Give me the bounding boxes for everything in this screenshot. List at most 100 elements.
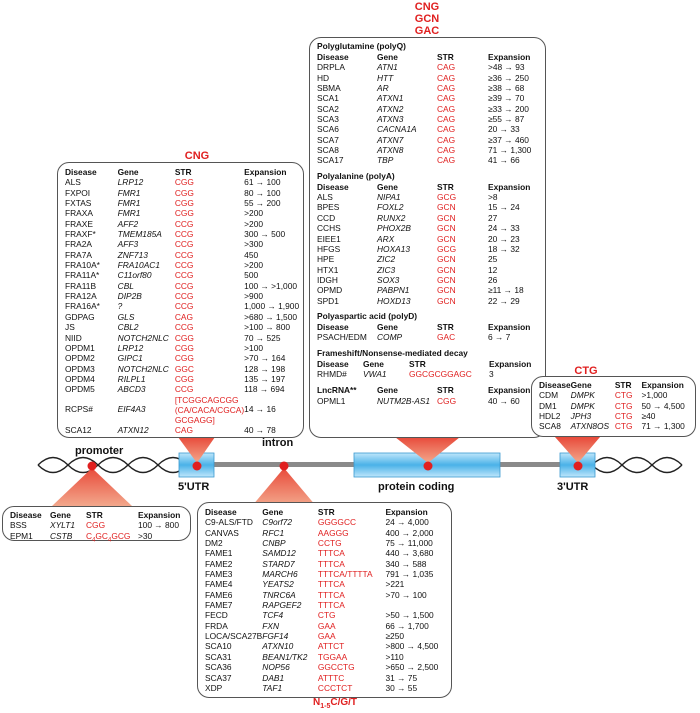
disease-cell: DM1	[539, 400, 557, 411]
expansion-cell: >200	[244, 208, 264, 219]
str-cell: CCG	[174, 301, 194, 312]
str-cell: CGG	[174, 332, 194, 343]
polyq-header-cell: Gene	[377, 52, 398, 62]
disease-cell: FAME3	[205, 569, 233, 580]
expansion-cell: 15 → 24	[488, 202, 520, 213]
promoter-header-cell: Disease	[10, 510, 42, 520]
str-cell: TGGAA	[317, 651, 348, 662]
expansion-cell: 24 → 4,000	[385, 517, 429, 528]
str-cell: CCG	[174, 322, 194, 333]
utr3-label: 3'UTR	[557, 481, 589, 493]
expansion-cell: 26	[488, 274, 498, 285]
nmd-header-cell: Disease	[317, 358, 349, 369]
gene-cell: LRP12	[117, 177, 144, 188]
lncrna-header: LncRNA** Gene STR Expansion	[317, 385, 542, 395]
disease-cell: FXTAS	[65, 198, 92, 209]
coding-label: protein coding	[378, 481, 455, 493]
disease-cell: FRDA	[205, 620, 228, 631]
disease-cell: OPDM4	[65, 373, 95, 384]
polyq-header-cell: STR	[437, 52, 454, 62]
expansion-cell: 791 → 1,035	[385, 569, 434, 580]
gene-cell: AFF3	[117, 239, 139, 250]
dna-right-wave	[591, 456, 683, 474]
intron-line-2	[500, 462, 560, 467]
expansion-cell: 25	[488, 254, 498, 265]
disease-cell: FRA16A*	[65, 301, 100, 312]
gene-cell: DMPK	[570, 400, 595, 411]
intron-pointer	[252, 468, 316, 506]
expansion-cell: 440 → 3,680	[385, 548, 434, 559]
gene-cell: TCF4	[262, 610, 284, 621]
gene-cell: CNBP	[262, 538, 286, 549]
gene-cell: NOTCH2NLC	[117, 332, 169, 343]
str-cell: CAG	[437, 155, 456, 166]
str-cell: GCN	[437, 264, 456, 275]
gene-cell: XYLT1	[50, 520, 75, 531]
gene-cell: CBL2	[117, 322, 139, 333]
expansion-cell: 18 → 32	[488, 243, 520, 254]
disease-cell: BSS	[10, 520, 27, 531]
gene-cell: ATXN12	[117, 424, 149, 435]
expansion-cell: 400 → 2,000	[385, 527, 434, 538]
str-cell: CCG	[174, 218, 194, 229]
expansion-cell: 61 → 100	[244, 177, 281, 188]
cng-pointer	[178, 437, 215, 463]
expansion-cell: 6 → 7	[488, 332, 511, 343]
disease-cell: RCPS#	[65, 404, 93, 415]
gene-cell: ARX	[377, 233, 395, 244]
expansion-cell: 27	[488, 212, 498, 223]
expansion-cell: 80 → 100	[244, 187, 281, 198]
str-cell: CGG	[174, 342, 194, 353]
str-cell: CTG	[614, 390, 633, 401]
gene-cell: TBP	[377, 155, 394, 166]
ctg-header-cell: Disease	[539, 380, 571, 390]
gene-cell: BEAN1/TK2	[262, 651, 308, 662]
str-cell: GGCGCGGAGC	[409, 368, 472, 379]
gene-cell: LRP12	[117, 342, 144, 353]
str-cell: GGC	[174, 363, 194, 374]
disease-cell: FRA2A	[65, 239, 92, 250]
intron-label: intron	[262, 437, 294, 449]
expansion-cell: ≥55 → 87	[488, 114, 525, 125]
disease-cell: FRA10A*	[65, 260, 100, 271]
gene-cell: GLS	[117, 311, 135, 322]
gene-cell: FMR1	[117, 198, 141, 209]
expansion-cell: 118 → 694	[244, 384, 285, 395]
str-cell: CCCTCT	[317, 682, 353, 693]
str-cell: CTG	[614, 411, 633, 422]
disease-cell: HPE	[317, 254, 335, 265]
expansion-cell: 50 → 4,500	[641, 400, 685, 411]
gene-cell: ATXN7	[377, 134, 404, 145]
cng-header-cell: Expansion	[244, 167, 287, 177]
disease-cell: C9-ALS/FTD	[205, 517, 253, 528]
str-cell: CGG	[174, 198, 194, 209]
disease-cell: BPES	[317, 202, 340, 213]
lncrna-header-gene: Gene	[377, 385, 398, 396]
gene-cell: ATXN10	[262, 641, 294, 652]
gene-cell: FRA10AC1	[117, 260, 160, 271]
ctg-header-cell: Gene	[570, 380, 592, 390]
disease-cell: JS	[65, 322, 75, 333]
lncrna-title: LncRNA**	[317, 385, 357, 396]
disease-cell: OPDM5	[65, 384, 95, 395]
str-cell: CTG	[317, 610, 336, 621]
disease-cell: XDP	[205, 682, 223, 693]
str-cell: CCG	[174, 260, 194, 271]
